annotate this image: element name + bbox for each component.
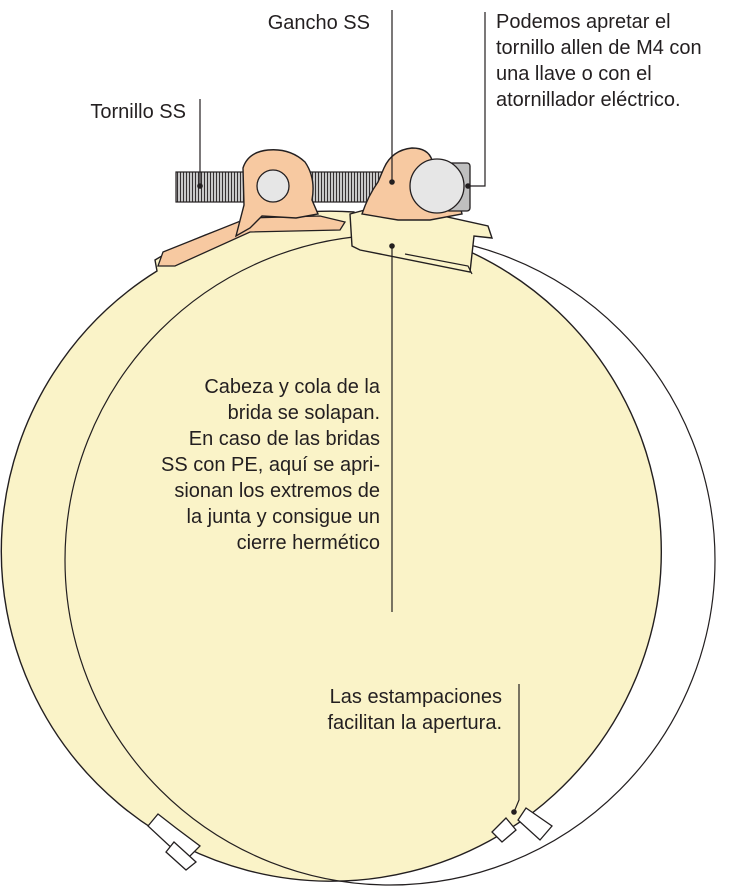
leader-dot-estamp: [511, 809, 517, 815]
stamped-notch-right-outer: [491, 817, 517, 843]
leader-dot-gancho: [389, 179, 395, 185]
label-stampings: Las estampaciones facilitan la apertura.: [327, 686, 502, 734]
right-pin-icon: [409, 158, 465, 214]
label-allen-screw-tightening: Podemos apretar el tornillo allen de M4 …: [496, 11, 702, 111]
label-gancho-ss: Gancho SS: [267, 12, 370, 34]
stamped-notch-right-inner: [517, 807, 553, 841]
band-step: [404, 253, 473, 275]
label-band-overlap: Cabeza y cola de la brida se solapan. En…: [160, 376, 380, 554]
leader-estamp: [513, 684, 520, 813]
clamp-band: [0, 210, 662, 882]
left-pin-icon: [256, 169, 290, 203]
leader-dot-tornillo: [197, 183, 203, 189]
label-tornillo-ss: Tornillo SS: [90, 101, 186, 123]
leader-apretar: [468, 12, 486, 187]
band-tail-tab: [157, 215, 347, 267]
leader-dot-cabeza: [389, 243, 395, 249]
stamped-notch-left-inner: [165, 841, 198, 871]
leader-dots: [197, 179, 517, 815]
leader-dot-apretar: [465, 183, 471, 189]
leader-lines: [199, 10, 520, 813]
